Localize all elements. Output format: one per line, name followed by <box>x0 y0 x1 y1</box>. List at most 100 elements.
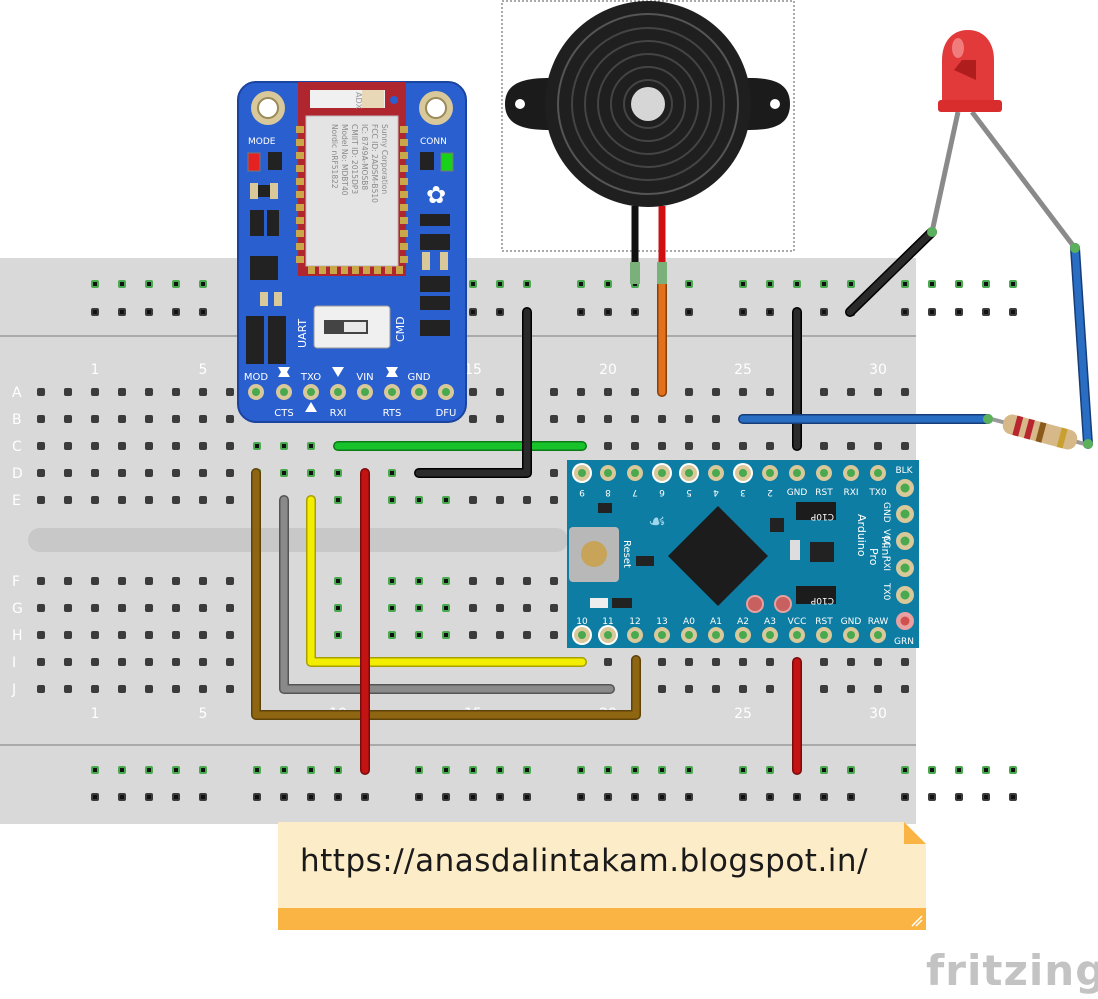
breadboard-hole <box>91 577 99 585</box>
arduino-pin-label-bottom: 12 <box>629 617 640 627</box>
breadboard-hole <box>37 469 45 477</box>
breadboard-hole <box>145 496 153 504</box>
breadboard-hole <box>847 442 855 450</box>
pin-label-top: VIN <box>356 372 373 383</box>
breadboard-hole <box>496 577 504 585</box>
column-number: 5 <box>199 362 208 378</box>
switch-label-right: CMD <box>394 316 407 342</box>
breadboard-hole <box>64 469 72 477</box>
breadboard-hole <box>145 631 153 639</box>
arduino-side-pin-label: GND <box>881 502 891 523</box>
module-text-line: Sunny Corporation <box>380 124 389 194</box>
pin-label-bottom: CTS <box>274 408 293 419</box>
arduino-pin-label-bottom: 11 <box>602 617 613 627</box>
adafruit-star-icon: ✿ <box>426 181 446 209</box>
breadboard-hole <box>172 658 180 666</box>
breadboard-hole <box>172 631 180 639</box>
breadboard-hole <box>37 577 45 585</box>
label-mode: MODE <box>248 137 276 147</box>
breadboard-hole <box>604 415 612 423</box>
breadboard-hole <box>847 658 855 666</box>
module-text-line: FCC ID: 2ADSM-B510 <box>370 124 379 203</box>
arduino-board-label: Mini <box>879 536 892 559</box>
blog-url-text[interactable]: https://anasdalintakam.blogspot.in/ <box>300 843 869 879</box>
breadboard-hole <box>145 577 153 585</box>
breadboard-hole <box>712 415 720 423</box>
arduino-pin-label-top: 3 <box>740 487 746 497</box>
arduino-pin-label-bottom: A2 <box>737 617 749 627</box>
resistor <box>986 414 1089 450</box>
arduino-pin-label-bottom: GND <box>841 617 862 627</box>
breadboard-hole <box>469 604 477 612</box>
breadboard-hole <box>658 658 666 666</box>
breadboard-hole <box>91 469 99 477</box>
row-letter: J <box>11 682 16 698</box>
arduino-pin-label-top: TX0 <box>868 488 887 498</box>
breadboard-hole <box>172 604 180 612</box>
breadboard-hole <box>37 415 45 423</box>
breadboard-hole <box>631 415 639 423</box>
breadboard-hole <box>631 442 639 450</box>
arduino-pin-label-top: RXI <box>843 488 858 498</box>
breadboard-hole <box>874 388 882 396</box>
breadboard-hole <box>469 577 477 585</box>
row-letter: F <box>12 574 20 590</box>
microcontroller-chip <box>668 506 768 606</box>
breadboard-hole <box>145 388 153 396</box>
label-conn: CONN <box>420 137 447 147</box>
arduino-side-pin-label: VCC <box>881 529 891 548</box>
breadboard-hole <box>874 685 882 693</box>
pin-label-bottom: RXI <box>330 408 347 419</box>
breadboard-hole <box>226 496 234 504</box>
breadboard-hole <box>118 631 126 639</box>
breadboard-hole <box>550 631 558 639</box>
breadboard-hole <box>145 604 153 612</box>
breadboard-hole <box>91 415 99 423</box>
column-number: 20 <box>599 362 617 378</box>
breadboard-hole <box>118 388 126 396</box>
breadboard-hole <box>199 577 207 585</box>
pin-label-top: TXO <box>300 372 321 383</box>
breadboard-hole <box>685 415 693 423</box>
breadboard-hole <box>631 388 639 396</box>
breadboard-hole <box>37 604 45 612</box>
row-letter: A <box>12 385 22 401</box>
arduino-pin-label-bottom: A3 <box>764 617 776 627</box>
module-text-line: IC: 8749A-MOSB8 <box>360 124 369 190</box>
breadboard-hole <box>64 577 72 585</box>
arduino-pin-label-top: GND <box>787 488 808 498</box>
breadboard-hole <box>766 658 774 666</box>
arduino-side-pin-label: BLK <box>895 466 913 476</box>
breadboard-hole <box>550 388 558 396</box>
breadboard-hole <box>469 496 477 504</box>
breadboard-hole <box>172 442 180 450</box>
breadboard-hole <box>658 415 666 423</box>
breadboard-hole <box>199 496 207 504</box>
conn-led <box>440 152 454 172</box>
piezo-buzzer <box>501 0 795 284</box>
arduino-pin-label-top: 4 <box>713 487 719 497</box>
breadboard-hole <box>550 469 558 477</box>
breadboard-hole <box>820 658 828 666</box>
breadboard-hole <box>37 388 45 396</box>
breadboard-hole <box>469 415 477 423</box>
breadboard-hole <box>226 658 234 666</box>
column-number: 30 <box>869 706 887 722</box>
breadboard-hole <box>64 496 72 504</box>
breadboard-hole <box>712 658 720 666</box>
breadboard-hole <box>766 388 774 396</box>
breadboard-hole <box>145 469 153 477</box>
module-text-line: CMIIT ID: 2015DP3 <box>350 124 359 194</box>
breadboard-hole <box>496 496 504 504</box>
breadboard-hole <box>901 388 909 396</box>
breadboard-hole <box>550 577 558 585</box>
breadboard-center-channel <box>28 528 568 552</box>
breadboard-hole <box>523 496 531 504</box>
breadboard-hole <box>523 577 531 585</box>
arduino-side-pin-label: TX0 <box>881 582 891 601</box>
breadboard-hole <box>118 577 126 585</box>
module-text-line: Nordic nRF51822 <box>330 124 339 189</box>
pin-label-top: GND <box>408 372 431 383</box>
